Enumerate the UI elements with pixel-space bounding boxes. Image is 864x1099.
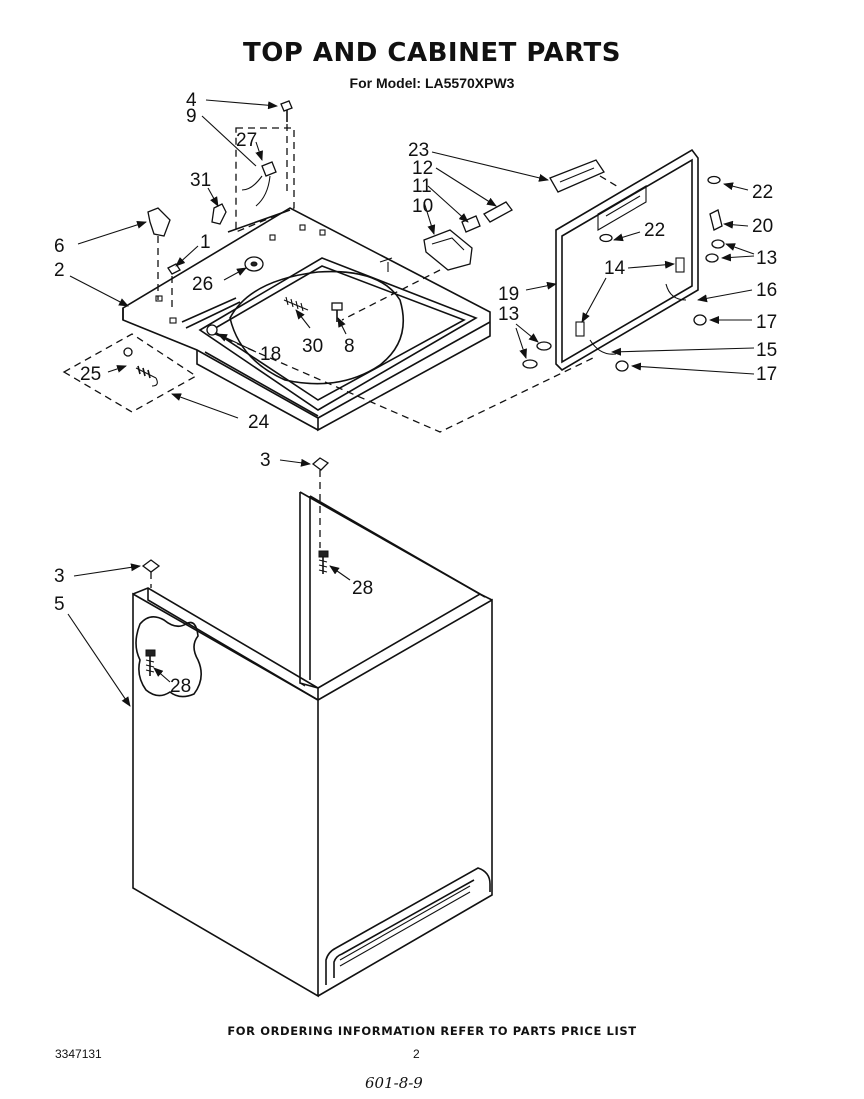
hinge-bracket-part [341,229,473,321]
callout-4: 4 [186,90,197,111]
hinge-part [461,201,513,233]
clip-part [147,207,171,300]
ordering-info-footer: FOR ORDERING INFORMATION REFER TO PARTS … [227,1024,637,1038]
page-number: 2 [413,1047,420,1061]
leader-lines [67,99,755,707]
callout-23: 23 [408,140,429,161]
callout-28b: 28 [170,676,191,697]
callout-25: 25 [80,364,101,385]
callout-13a: 13 [756,248,777,269]
page-title: TOP AND CABINET PARTS [242,38,622,68]
clip-part [311,457,330,548]
model-subtitle: For Model: LA5570XPW3 [349,75,515,91]
callout-3b: 3 [54,566,65,587]
screw-icon [145,649,156,676]
callout-5: 5 [54,594,65,615]
screw-icon [599,233,613,243]
screw-icon [707,175,721,185]
callout-22a: 22 [752,182,773,203]
callout-labels: 4 9 27 31 6 1 2 26 25 24 18 30 8 23 12 1… [54,90,777,697]
callout-22b: 22 [644,220,665,241]
callout-12: 12 [412,158,433,179]
callout-9: 9 [186,106,197,127]
screw-icon [709,209,723,231]
callout-16: 16 [756,280,777,301]
callout-15: 15 [756,340,777,361]
screw-icon [331,302,343,322]
callout-19: 19 [498,284,519,305]
clip-part [141,559,161,588]
callout-17a: 17 [756,312,777,333]
screw-icon [280,100,293,196]
washer-top [122,207,596,433]
screw-icon [711,239,725,249]
callout-28a: 28 [352,578,373,599]
spring-part [283,296,309,312]
document-number: 3347131 [55,1047,102,1061]
screw-icon [536,341,552,351]
screw-icon [318,550,329,574]
callout-17b: 17 [756,364,777,385]
lid-handle-part [549,159,621,193]
callout-8: 8 [344,336,355,357]
callout-2: 2 [54,260,65,281]
callout-11: 11 [412,176,432,197]
screw-icon [167,263,181,308]
callout-14: 14 [604,258,626,279]
bumper-part [615,360,629,372]
spring-part [123,347,158,387]
callout-18: 18 [260,344,281,365]
callout-1: 1 [200,232,211,253]
callout-26: 26 [192,274,213,295]
bracket-part [211,203,227,225]
callout-6: 6 [54,236,65,257]
switch-part [241,161,277,207]
callout-10: 10 [412,196,433,217]
callout-13b: 13 [498,304,519,325]
screw-icon [522,359,538,369]
cabinet [132,491,493,998]
callout-30: 30 [302,336,323,357]
screw-icon [705,253,719,263]
callout-27: 27 [236,130,257,151]
cutaway-detail [135,616,202,698]
callout-31: 31 [190,170,211,191]
callout-3a: 3 [260,450,271,471]
knob-part [244,256,264,272]
callout-24: 24 [248,412,270,433]
callout-20: 20 [752,216,773,237]
bumper-part [693,314,707,326]
handwritten-note: 601-8-9 [365,1074,423,1092]
